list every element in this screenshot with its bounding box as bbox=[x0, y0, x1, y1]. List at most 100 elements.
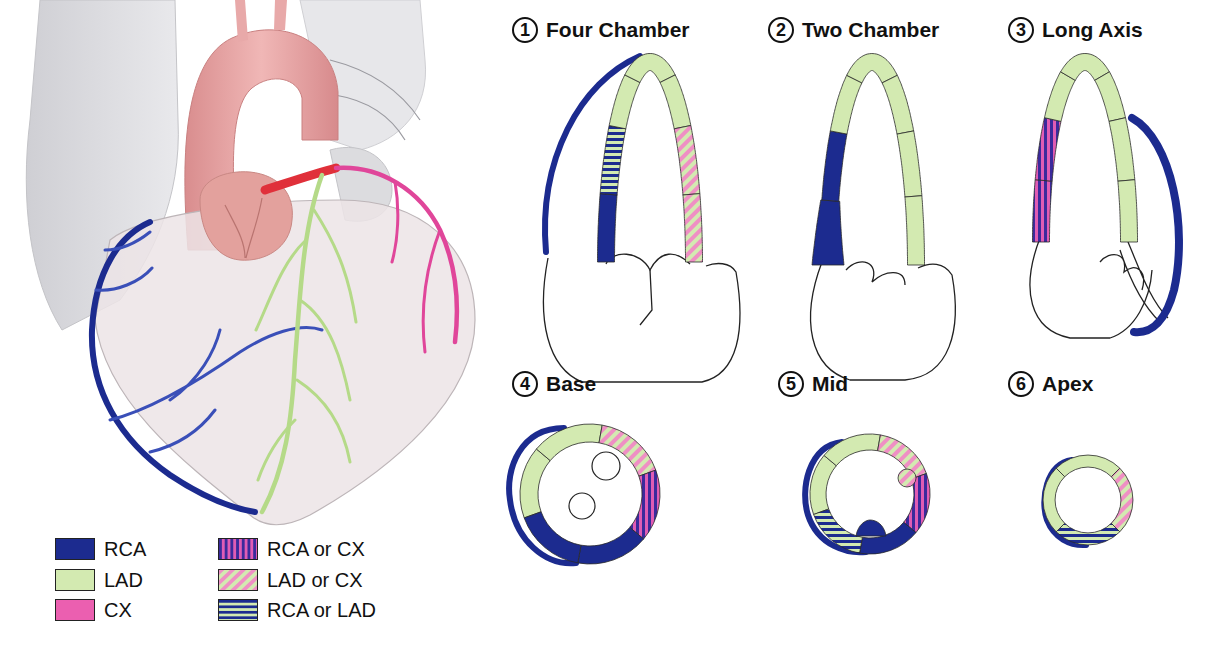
right-ventricle-wall bbox=[509, 56, 1179, 563]
valve-leaflet bbox=[846, 262, 905, 285]
rv-wall bbox=[545, 56, 640, 252]
myocardial-segment bbox=[1056, 455, 1120, 477]
legend-swatch bbox=[218, 599, 258, 621]
view-outlines bbox=[543, 238, 1168, 382]
view-number: 4 bbox=[512, 371, 538, 397]
myocardial-segment bbox=[1056, 523, 1120, 545]
valve-line bbox=[225, 198, 262, 258]
myocardial-segment bbox=[609, 75, 640, 129]
legend-text: RCA bbox=[104, 537, 146, 561]
view-number: 2 bbox=[768, 17, 794, 43]
myocardial-segment bbox=[524, 512, 581, 563]
legend-swatch bbox=[218, 569, 258, 591]
view-title: Two Chamber bbox=[802, 16, 939, 44]
view-title: Mid bbox=[812, 370, 848, 398]
myocardial-segment bbox=[812, 200, 844, 265]
legend-pattern bbox=[219, 570, 257, 590]
atrium-outline bbox=[811, 262, 956, 380]
legend-entry: LAD or CX bbox=[218, 568, 363, 592]
myocardial-segment bbox=[536, 424, 602, 461]
view-number: 3 bbox=[1008, 17, 1034, 43]
view-heading: 3 Long Axis bbox=[1008, 16, 1143, 44]
legend-entry: RCA bbox=[55, 537, 146, 561]
legend-entry: RCA or CX bbox=[218, 537, 365, 561]
myocardial-segment bbox=[520, 449, 550, 518]
myocardial-segment bbox=[660, 75, 691, 129]
myocardial-segment bbox=[1043, 468, 1065, 532]
myocardial-segment bbox=[1095, 72, 1126, 122]
myocardial-segment bbox=[810, 455, 836, 514]
myocardial-segment bbox=[1033, 180, 1053, 242]
myocardial-segment bbox=[578, 527, 644, 564]
view-number: 6 bbox=[1008, 371, 1034, 397]
view-heading: 6 Apex bbox=[1008, 370, 1093, 398]
lad-branch bbox=[256, 210, 356, 480]
view-number: 5 bbox=[778, 371, 804, 397]
legend-pattern bbox=[219, 600, 257, 620]
legend-text: RCA or LAD bbox=[267, 598, 376, 622]
myocardial-segment bbox=[1109, 118, 1135, 182]
view-title: Apex bbox=[1042, 370, 1093, 398]
myocardial-segment bbox=[847, 54, 898, 83]
view-title: Base bbox=[546, 370, 596, 398]
view-heading: 5 Mid bbox=[778, 370, 848, 398]
legend-text: CX bbox=[104, 598, 132, 622]
myocardial-segment bbox=[1045, 72, 1076, 122]
valve-orifice bbox=[569, 493, 595, 519]
valve-orifice bbox=[592, 452, 620, 480]
rca-artery bbox=[92, 222, 255, 512]
myocardial-segment bbox=[905, 196, 925, 265]
myocardial-segment bbox=[625, 54, 675, 83]
legend-pattern-fill bbox=[219, 539, 257, 559]
myocardial-segment bbox=[897, 131, 922, 197]
cx-branch bbox=[392, 182, 440, 352]
atrium-outline bbox=[1030, 238, 1152, 338]
valve-outline bbox=[606, 254, 690, 270]
atrium-outline bbox=[543, 258, 740, 382]
outflow-outline bbox=[1100, 242, 1168, 322]
heart-illustration bbox=[26, 0, 475, 525]
lad-artery bbox=[262, 175, 322, 512]
legend-entry: CX bbox=[55, 598, 132, 622]
myocardial-segment bbox=[814, 509, 863, 553]
valve-leaflet bbox=[640, 270, 652, 325]
legend-text: LAD or CX bbox=[267, 568, 363, 592]
myocardial-segment bbox=[822, 131, 847, 201]
vessel-line bbox=[330, 60, 420, 140]
aortic-branch bbox=[235, 0, 287, 42]
rv-wall bbox=[1132, 118, 1179, 332]
legend-swatch bbox=[55, 599, 95, 621]
view-heading: 2 Two Chamber bbox=[768, 16, 939, 44]
view-number: 1 bbox=[512, 17, 538, 43]
myocardial-segment bbox=[882, 75, 914, 134]
myocardial-segment bbox=[1035, 118, 1061, 182]
legend-text: RCA or CX bbox=[267, 537, 365, 561]
legend-pattern-fill bbox=[219, 570, 257, 590]
legend-entry: LAD bbox=[55, 568, 143, 592]
legend-pattern-fill bbox=[219, 600, 257, 620]
view-heading: 4 Base bbox=[512, 370, 596, 398]
legend-text: LAD bbox=[104, 568, 143, 592]
myocardial-segment bbox=[824, 434, 880, 466]
myocardial-segment bbox=[630, 470, 660, 539]
papillary-muscle bbox=[856, 520, 886, 536]
myocardial-segment bbox=[598, 194, 618, 262]
legend-pattern bbox=[219, 539, 257, 559]
view-title: Four Chamber bbox=[546, 16, 690, 44]
legend-swatch bbox=[218, 538, 258, 560]
myocardial-segment bbox=[1118, 180, 1138, 242]
legend-entry: RCA or LAD bbox=[218, 598, 376, 622]
left-main-artery bbox=[265, 168, 336, 190]
view-title: Long Axis bbox=[1042, 16, 1143, 44]
segment-views bbox=[520, 54, 1137, 564]
myocardial-segment bbox=[674, 126, 700, 196]
legend-swatch bbox=[55, 569, 95, 591]
myocardial-segment bbox=[683, 194, 703, 262]
papillary-muscle bbox=[898, 469, 916, 487]
myocardial-segment bbox=[830, 75, 862, 134]
legend-swatch bbox=[55, 538, 95, 560]
view-heading: 1 Four Chamber bbox=[512, 16, 690, 44]
myocardial-segment bbox=[1111, 468, 1133, 532]
